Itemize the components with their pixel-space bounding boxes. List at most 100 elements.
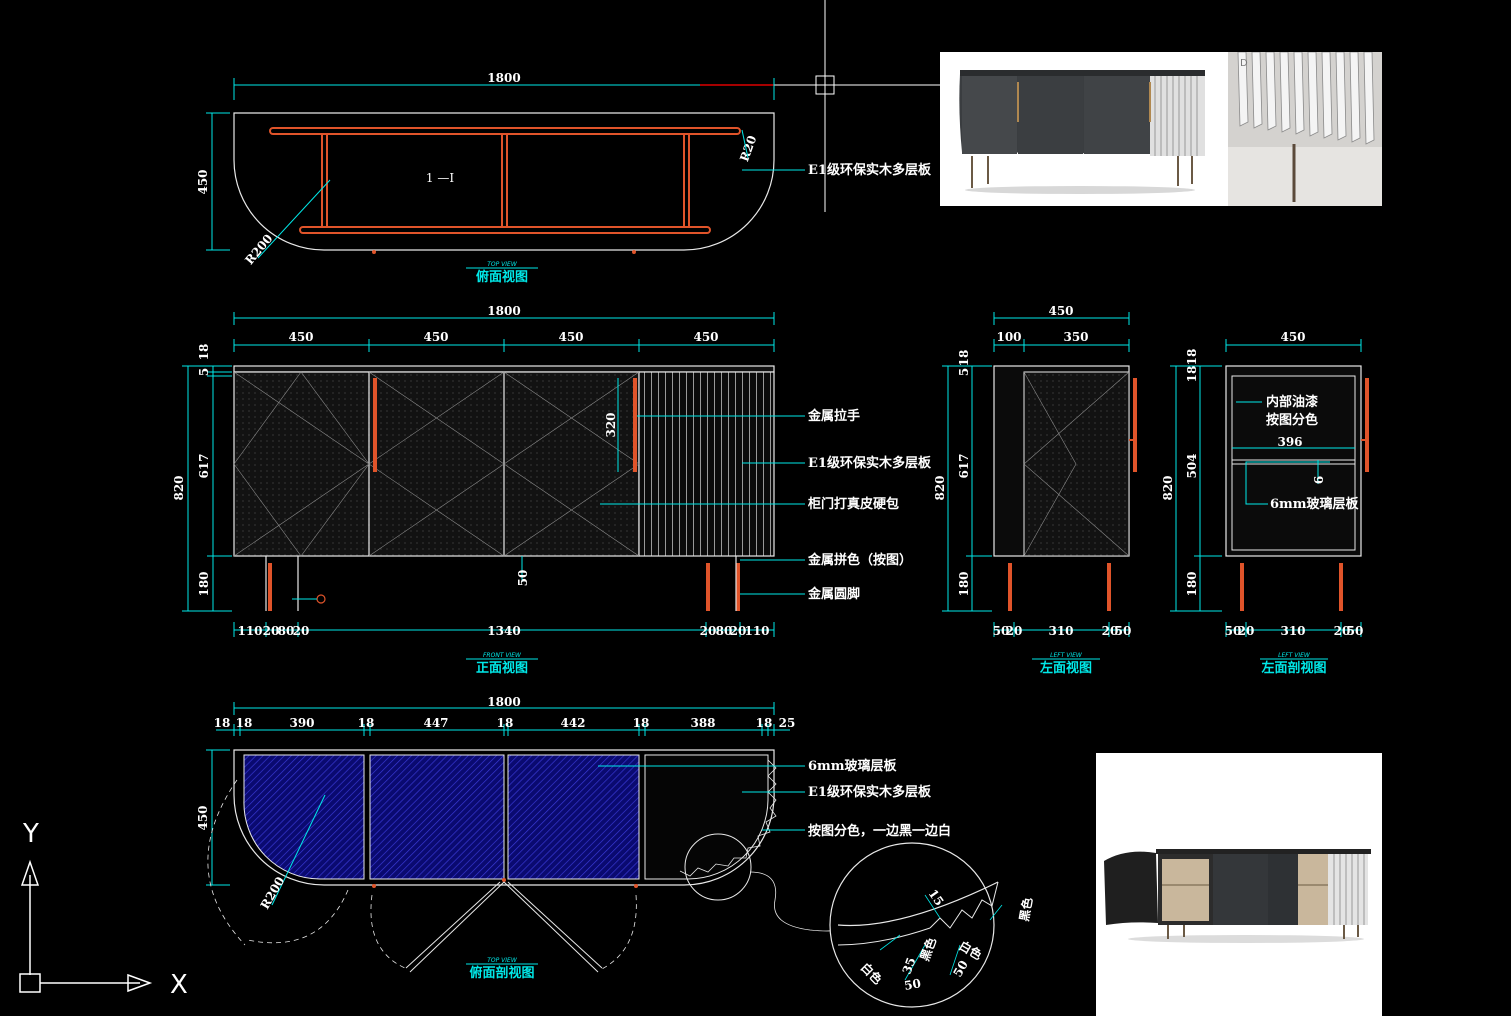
left-bottom-50b: 50 (1115, 624, 1132, 638)
left-bottom-50a: 50 (993, 624, 1010, 638)
section-h-180: 180 (1185, 571, 1199, 596)
front-bottom-20c: 20 (700, 624, 717, 638)
ucs-x-label: X (170, 970, 188, 1000)
svg-text:1 —I: 1 —I (426, 171, 454, 185)
left-bottom-20b: 20 (1102, 624, 1119, 638)
section-shelf-gap: 6 (1312, 476, 1326, 484)
left-h-180: 180 (957, 571, 971, 596)
front-bottom-1340: 1340 (487, 624, 520, 638)
section-bottom-50b: 50 (1347, 624, 1364, 638)
plan-seg-9: 388 (690, 716, 715, 730)
top-small-radius: R20 (737, 134, 759, 164)
crosshair-cursor (620, 0, 940, 212)
section-note-glass: 6mm玻璃层板 (1270, 496, 1360, 512)
product-photo-main (940, 52, 1228, 206)
top-radius-dim: R200 (242, 232, 275, 268)
product-photo-detail: D (1228, 52, 1382, 206)
front-note-metal-color: 金属拼色（按图） (807, 552, 912, 568)
front-seg-4: 450 (693, 330, 718, 344)
left-overall-dim: 450 (1048, 304, 1073, 318)
front-h-820: 820 (172, 475, 186, 500)
plan-view-title: 俯面剖视图 (469, 965, 534, 981)
plan-overall-dim: 1800 (487, 695, 520, 709)
front-note-leather: 柜门打真皮硬包 (807, 496, 899, 512)
left-section-view: 450 18 18 504 820 180 396 6 内部油漆 按图分色 6m… (1161, 330, 1369, 676)
section-bottom-20a: 20 (1238, 624, 1255, 638)
top-note: E1级环保实木多层板 (808, 162, 932, 178)
section-h-820: 820 (1161, 475, 1175, 500)
ucs-y-label: Y (22, 819, 39, 849)
plan-note-glass: 6mm玻璃层板 (808, 758, 898, 774)
front-overall-dim: 1800 (487, 304, 520, 318)
front-bottom-110a: 110 (237, 624, 262, 638)
section-bottom-310: 310 (1280, 624, 1305, 638)
section-bottom-20b: 20 (1334, 624, 1351, 638)
top-depth-dim: 450 (196, 169, 210, 194)
left-h-820: 820 (933, 475, 947, 500)
detail-label-50a: 50 (903, 976, 922, 993)
detail-label-35: 35 (900, 956, 919, 976)
plan-seg-2: 18 (236, 716, 253, 730)
section-view-title: 左面剖视图 (1261, 660, 1326, 676)
detail-callout: 15 白色 50 黑色 35 白色 50 黑色 (684, 833, 1035, 1008)
plan-view-subtitle: TOP VIEW (487, 957, 518, 964)
left-view-title: 左面视图 (1040, 660, 1092, 676)
section-view-subtitle: LEFT VIEW (1278, 652, 1311, 659)
plan-seg-10: 18 (756, 716, 773, 730)
left-h-5: 5 (957, 368, 971, 376)
section-h-18b: 18 (1185, 366, 1199, 383)
plan-note-color: 按图分色，一边黑一边白 (808, 823, 951, 839)
plan-seg-3: 390 (289, 716, 314, 730)
plan-seg-11: 25 (779, 716, 796, 730)
left-bottom-310: 310 (1048, 624, 1073, 638)
front-seg-3: 450 (558, 330, 583, 344)
front-handle-left (373, 378, 377, 472)
left-seg-350: 350 (1063, 330, 1088, 344)
plan-seg-1: 18 (214, 716, 231, 730)
front-handle-dim: 320 (604, 412, 618, 437)
left-h-18: 18 (957, 350, 971, 367)
front-bottom-20d: 20 (730, 624, 747, 638)
section-bottom-50a: 50 (1225, 624, 1242, 638)
left-seg-100: 100 (996, 330, 1021, 344)
left-view-subtitle: LEFT VIEW (1050, 652, 1083, 659)
left-view: 450 100 350 18 5 617 820 180 50 20 (933, 304, 1137, 676)
top-width-dim: 1800 (487, 71, 520, 85)
section-note-color: 按图分色 (1266, 412, 1318, 428)
plan-seg-4: 18 (358, 716, 375, 730)
detail-label-black-2: 黑色 (1016, 896, 1035, 922)
front-bottom-20b: 20 (293, 624, 310, 638)
front-view-title: 正面视图 (476, 660, 528, 676)
plan-seg-8: 18 (633, 716, 650, 730)
top-view-title: 俯面视图 (476, 269, 528, 285)
plan-depth-dim: 450 (196, 805, 210, 830)
top-view-subtitle: TOP VIEW (487, 261, 518, 268)
plan-note-board: E1级环保实木多层板 (808, 784, 932, 800)
front-h-18: 18 (197, 344, 211, 361)
brand-mark: D (1240, 58, 1248, 69)
front-h-617: 617 (197, 453, 211, 478)
front-h-5: 5 (197, 368, 211, 376)
plan-radius-dim: R200 (258, 874, 288, 911)
section-note-paint: 内部油漆 (1266, 394, 1318, 410)
front-bottom-80a: 80 (278, 624, 295, 638)
top-view: 1800 450 1 —I R200 R20 E1级环保实木多层板 TOP VI… (196, 71, 932, 285)
front-bottom-80b: 80 (716, 624, 733, 638)
left-h-617: 617 (957, 453, 971, 478)
front-bottom-20a: 20 (263, 624, 280, 638)
product-photo-open (1096, 753, 1382, 1016)
section-overall-dim: 450 (1280, 330, 1305, 344)
front-bottom-110b: 110 (744, 624, 769, 638)
front-view: 1800 450 450 450 450 18 5 617 820 180 (172, 304, 932, 676)
plan-seg-5: 447 (423, 716, 448, 730)
section-h-504: 504 (1185, 453, 1199, 478)
ucs-axis-icon: Y X (19, 819, 188, 1000)
front-note-legs: 金属圆脚 (807, 586, 860, 602)
front-h-180: 180 (197, 571, 211, 596)
front-note-handle: 金属拉手 (807, 408, 860, 424)
front-handle-right (633, 378, 637, 472)
section-inner-width: 396 (1277, 435, 1302, 449)
front-seg-1: 450 (288, 330, 313, 344)
front-seg-2: 450 (423, 330, 448, 344)
